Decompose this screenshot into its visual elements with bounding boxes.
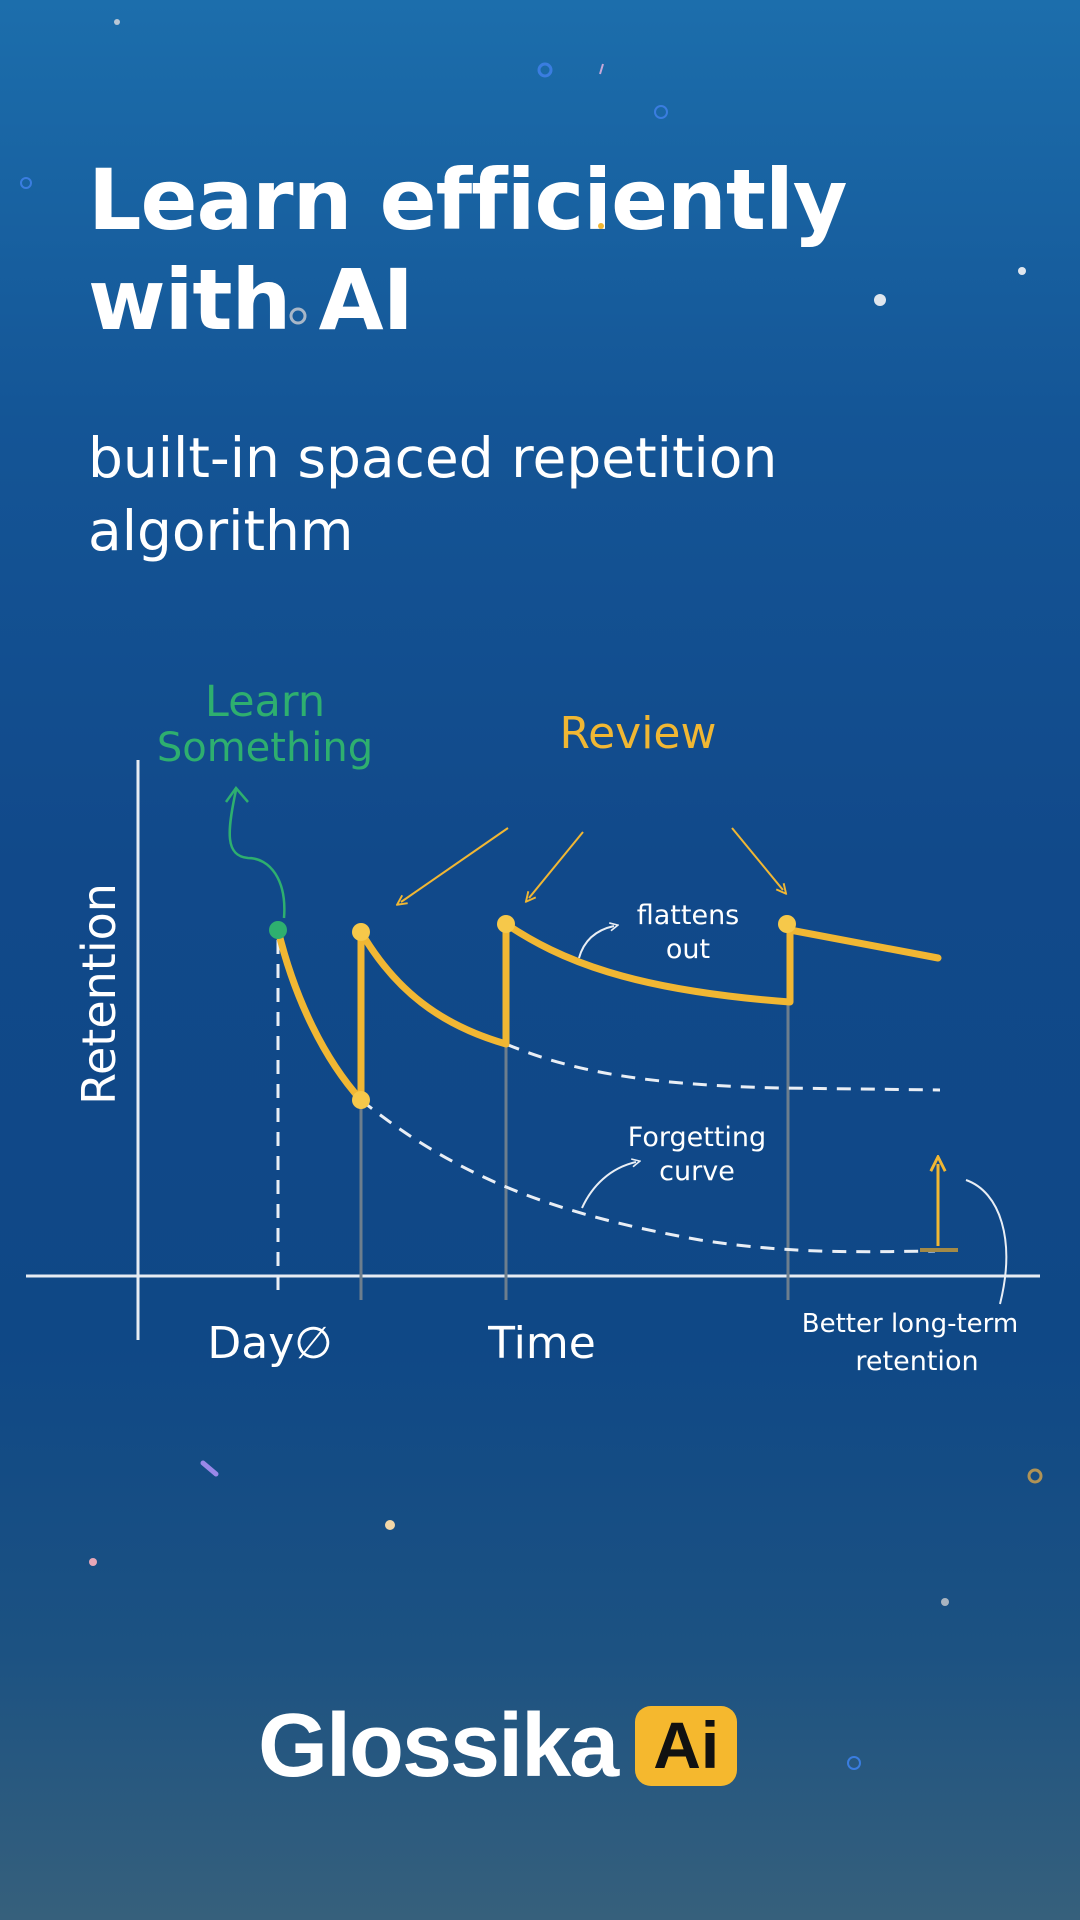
learn-point [269, 921, 287, 939]
brand-logo: Glossika Ai [258, 1696, 738, 1796]
review-point [497, 915, 515, 933]
learn-arrow [228, 789, 286, 919]
retention-curve [274, 920, 942, 1104]
something-label: Something [157, 725, 373, 771]
review-point [352, 923, 370, 941]
day-zero-label: Day∅ [207, 1318, 332, 1369]
forgetting-arrow [581, 1162, 636, 1209]
better-retention-label: Better long-term [802, 1309, 1018, 1339]
headline: Learn efficiently with AI [88, 151, 848, 349]
subheadline: built-in spaced repetition algorithm [88, 426, 778, 563]
flattens-arrow [578, 926, 614, 959]
brand-ai-badge: Ai [635, 1706, 738, 1786]
review-point [352, 1091, 370, 1109]
decorative-particles [20, 19, 1043, 1770]
retention-label: retention [855, 1346, 978, 1377]
review-label: Review [560, 708, 717, 759]
retention-bracket [965, 1179, 1008, 1305]
learn-label: Learn [205, 677, 325, 727]
flattens-label: flattens [637, 900, 740, 931]
brand-name: Glossika [258, 1696, 619, 1796]
review-arrows [401, 827, 783, 902]
y-axis-label: Retention [72, 883, 126, 1105]
out-label: out [666, 934, 710, 965]
x-axis-label: Time [487, 1318, 596, 1369]
second-forgetting-curve [505, 1042, 941, 1092]
forgetting-curve [360, 1098, 936, 1254]
review-point [778, 915, 796, 933]
learn-arrow-head [224, 785, 249, 803]
curve-label: curve [659, 1156, 735, 1187]
forgetting-label: Forgetting [628, 1122, 766, 1153]
